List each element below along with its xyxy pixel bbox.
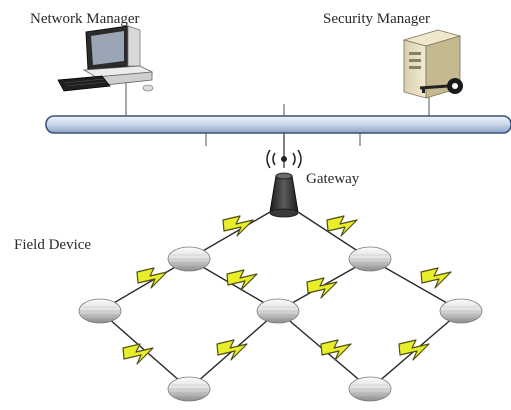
wireless-link-bolts [122,215,452,365]
field-device-node-icon [167,376,211,402]
lightning-bolt-icon [326,215,358,237]
gateway-icon [266,149,302,218]
lightning-bolt-icon [320,339,352,361]
field-device-node-icon [78,298,122,324]
security-manager-label: Security Manager [323,11,430,27]
field-devices [78,246,483,402]
network-manager-computer-icon [57,25,154,92]
field-device-node-icon [348,246,392,272]
field-device-node-icon [167,246,211,272]
lightning-bolt-icon [226,269,258,291]
field-device-node-icon [439,298,483,324]
lightning-bolt-icon [306,277,338,299]
lightning-bolt-icon [420,267,452,289]
field-device-label: Field Device [14,237,91,253]
network-bus [45,115,511,134]
field-device-node-icon [256,298,300,324]
lightning-bolt-icon [222,215,254,237]
lightning-bolt-icon [136,267,168,289]
field-device-node-icon [348,376,392,402]
network-manager-label: Network Manager [30,11,140,27]
security-manager-server-icon [402,29,463,99]
gateway-label: Gateway [306,171,360,187]
